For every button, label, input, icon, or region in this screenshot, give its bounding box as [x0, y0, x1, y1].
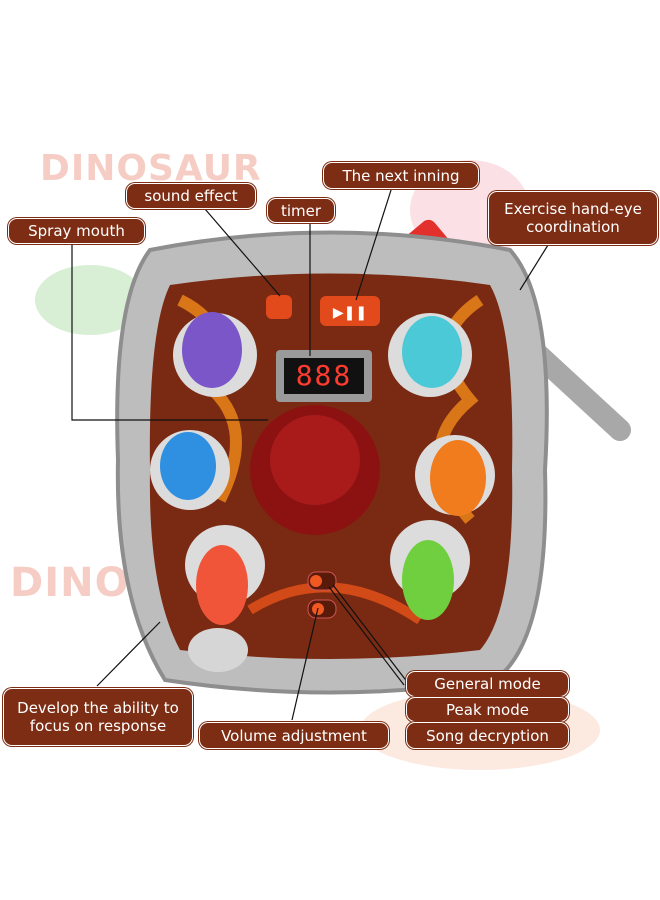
watermark-dino: DINO	[10, 560, 130, 606]
callout-spray-mouth: Spray mouth	[8, 218, 145, 244]
next-inning-button	[320, 296, 380, 326]
leader-lines	[71, 186, 549, 721]
callout-song-decryption: Song decryption	[406, 722, 569, 749]
callout-sound-effect: sound effect	[126, 183, 256, 209]
callout-next-inning: The next inning	[323, 162, 479, 189]
callout-timer: timer	[267, 198, 335, 223]
timer-display: 888	[295, 359, 353, 392]
watermark-dinosaur: DINOSAUR	[40, 148, 262, 189]
callout-hand-eye-coordination: Exercise hand-eye coordination	[488, 191, 658, 245]
moles	[150, 312, 495, 625]
callout-general-mode: General mode	[406, 671, 569, 697]
callout-focus-response: Develop the ability to focus on response	[3, 688, 193, 746]
blue-dino-mole	[160, 432, 216, 500]
orange-dino-mole	[430, 440, 486, 516]
svg-text:▶❚❚: ▶❚❚	[333, 305, 367, 321]
green-dino-mole	[402, 540, 454, 620]
sound-effect-button	[266, 295, 292, 319]
red-dino-mole	[196, 545, 248, 625]
callout-volume-adjustment: Volume adjustment	[199, 722, 389, 749]
cyan-dino-mole	[402, 316, 462, 388]
speaker-grille	[188, 628, 248, 672]
callout-peak-mode: Peak mode	[406, 697, 569, 722]
purple-dino-mole	[182, 312, 242, 388]
